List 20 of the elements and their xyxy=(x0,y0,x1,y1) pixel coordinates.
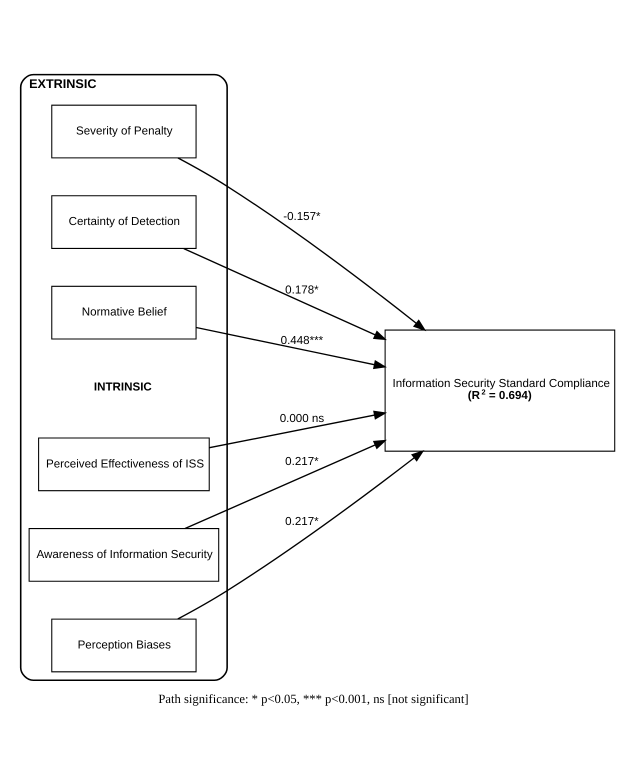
node-box: Perception Biases xyxy=(51,618,197,672)
edge-label: 0.217* xyxy=(285,516,319,528)
node-box: Normative Belief xyxy=(51,285,197,340)
caption: Path significance: * p<0.05, *** p<0.001, ns [not significant] xyxy=(158,691,469,706)
edge-label: 0.217* xyxy=(285,456,319,468)
edge-label: -0.157* xyxy=(283,210,321,222)
arrow xyxy=(184,439,387,529)
arrow xyxy=(177,449,424,620)
node-box: Perceived Effectiveness of ISS xyxy=(38,436,210,491)
node-box: Certainty of Detection xyxy=(51,194,197,248)
edge-label: 0.000 ns xyxy=(280,412,324,424)
node-box: Information Security Standard Compliance (R$^{2}$ = 0.694) xyxy=(384,329,616,452)
arrow xyxy=(196,326,387,369)
arrow xyxy=(209,410,388,448)
edge-label: 0.448*** xyxy=(280,334,324,347)
node-box: Awareness of Information Security xyxy=(28,528,220,582)
edge-label: 0.178* xyxy=(285,284,319,296)
arrow xyxy=(178,156,426,331)
arrow xyxy=(184,247,387,340)
node-box: Severity of Penalty xyxy=(51,104,197,158)
